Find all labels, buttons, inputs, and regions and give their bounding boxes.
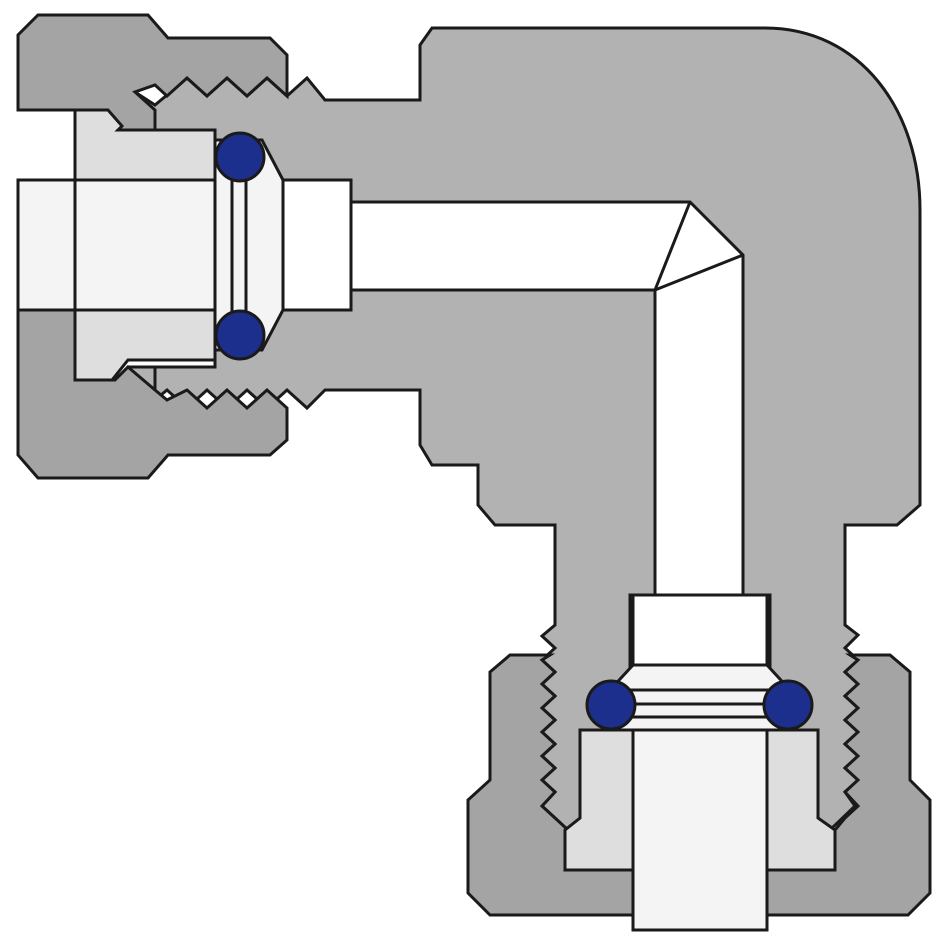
- left-nut-lower: [16, 308, 289, 480]
- bore-drill-point-2: [654, 253, 744, 292]
- o-ring-left-top: [214, 131, 266, 183]
- left-bore-step: [281, 178, 353, 312]
- bottom-bore-step: [631, 593, 769, 667]
- bottom-nut-left: [466, 653, 635, 917]
- bottom-nut-right: [765, 653, 932, 917]
- o-ring-bottom-left: [585, 679, 637, 731]
- o-ring-left-bottom: [214, 309, 266, 361]
- bore-drill-point-1: [653, 201, 692, 291]
- bottom-tube: [631, 728, 769, 932]
- bottom-tube-taper: [608, 663, 792, 732]
- o-ring-bottom-right: [762, 679, 814, 731]
